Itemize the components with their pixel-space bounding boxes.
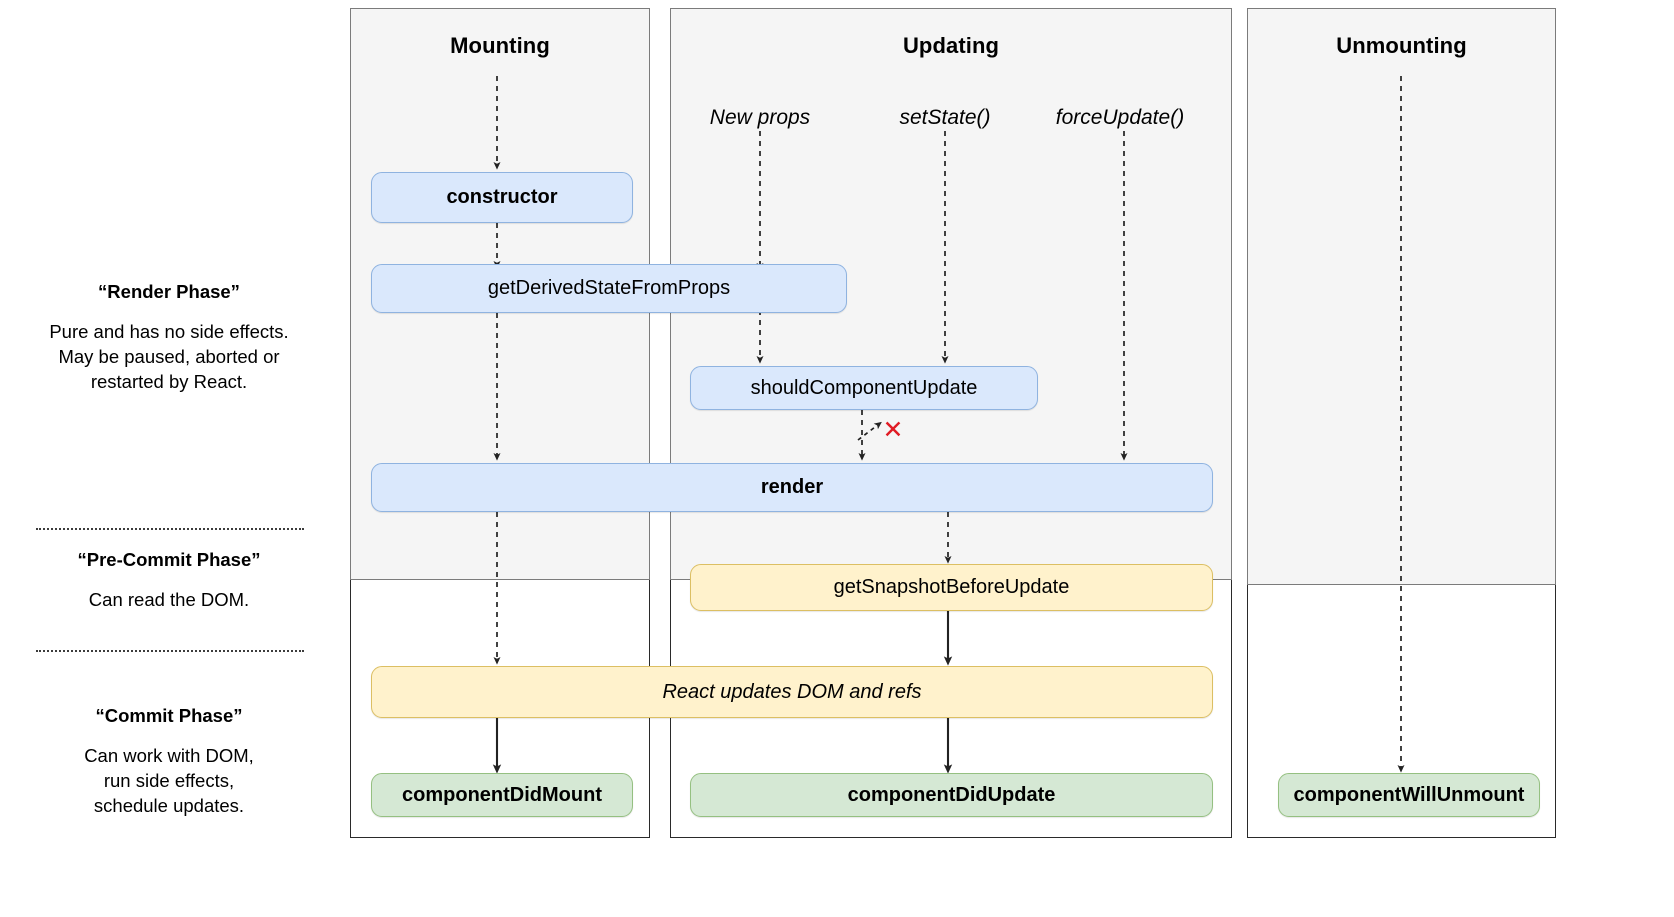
trigger-label-force-update: forceUpdate() [1055, 106, 1185, 129]
phase-label-commit: “Commit Phase” Can work with DOM,run sid… [4, 705, 334, 818]
lifecycle-box-get-snapshot-before-update[interactable]: getSnapshotBeforeUpdate [690, 564, 1213, 611]
phase-render-heading: “Render Phase” [98, 281, 240, 302]
column-title-mounting: Mounting [450, 33, 550, 58]
column-title-unmounting: Unmounting [1336, 33, 1467, 58]
phase-label-render: “Render Phase” Pure and has no side effe… [4, 281, 334, 394]
column-panel-unmounting [1247, 8, 1556, 838]
lifecycle-box-react-updates-dom-and-refs[interactable]: React updates DOM and refs [371, 666, 1213, 718]
phase-commit-body: Can work with DOM,run side effects,sched… [84, 745, 254, 816]
phase-render-body: Pure and has no side effects.May be paus… [49, 321, 289, 392]
lifecycle-box-component-will-unmount[interactable]: componentWillUnmount [1278, 773, 1540, 817]
lifecycle-box-constructor[interactable]: constructor [371, 172, 633, 223]
abort-marker-icon: ✕ [882, 416, 904, 444]
phase-pre-commit-heading: “Pre-Commit Phase” [77, 549, 261, 570]
phase-pre-commit-body: Can read the DOM. [88, 589, 250, 610]
lifecycle-box-get-derived-state-from-props[interactable]: getDerivedStateFromProps [371, 264, 847, 313]
unmounting-render-phase-region [1247, 8, 1556, 585]
trigger-label-new-props: New props [709, 106, 811, 129]
phase-label-pre-commit: “Pre-Commit Phase” Can read the DOM. [4, 549, 334, 612]
column-title-updating: Updating [902, 33, 1000, 58]
lifecycle-box-render[interactable]: render [371, 463, 1213, 512]
lifecycle-box-component-did-update[interactable]: componentDidUpdate [690, 773, 1213, 817]
lifecycle-box-should-component-update[interactable]: shouldComponentUpdate [690, 366, 1038, 410]
phase-divider-precommit-commit [36, 650, 304, 652]
phase-divider-render-precommit [36, 528, 304, 530]
lifecycle-box-component-did-mount[interactable]: componentDidMount [371, 773, 633, 817]
trigger-label-set-state: setState() [899, 106, 991, 129]
phase-commit-heading: “Commit Phase” [95, 705, 243, 726]
